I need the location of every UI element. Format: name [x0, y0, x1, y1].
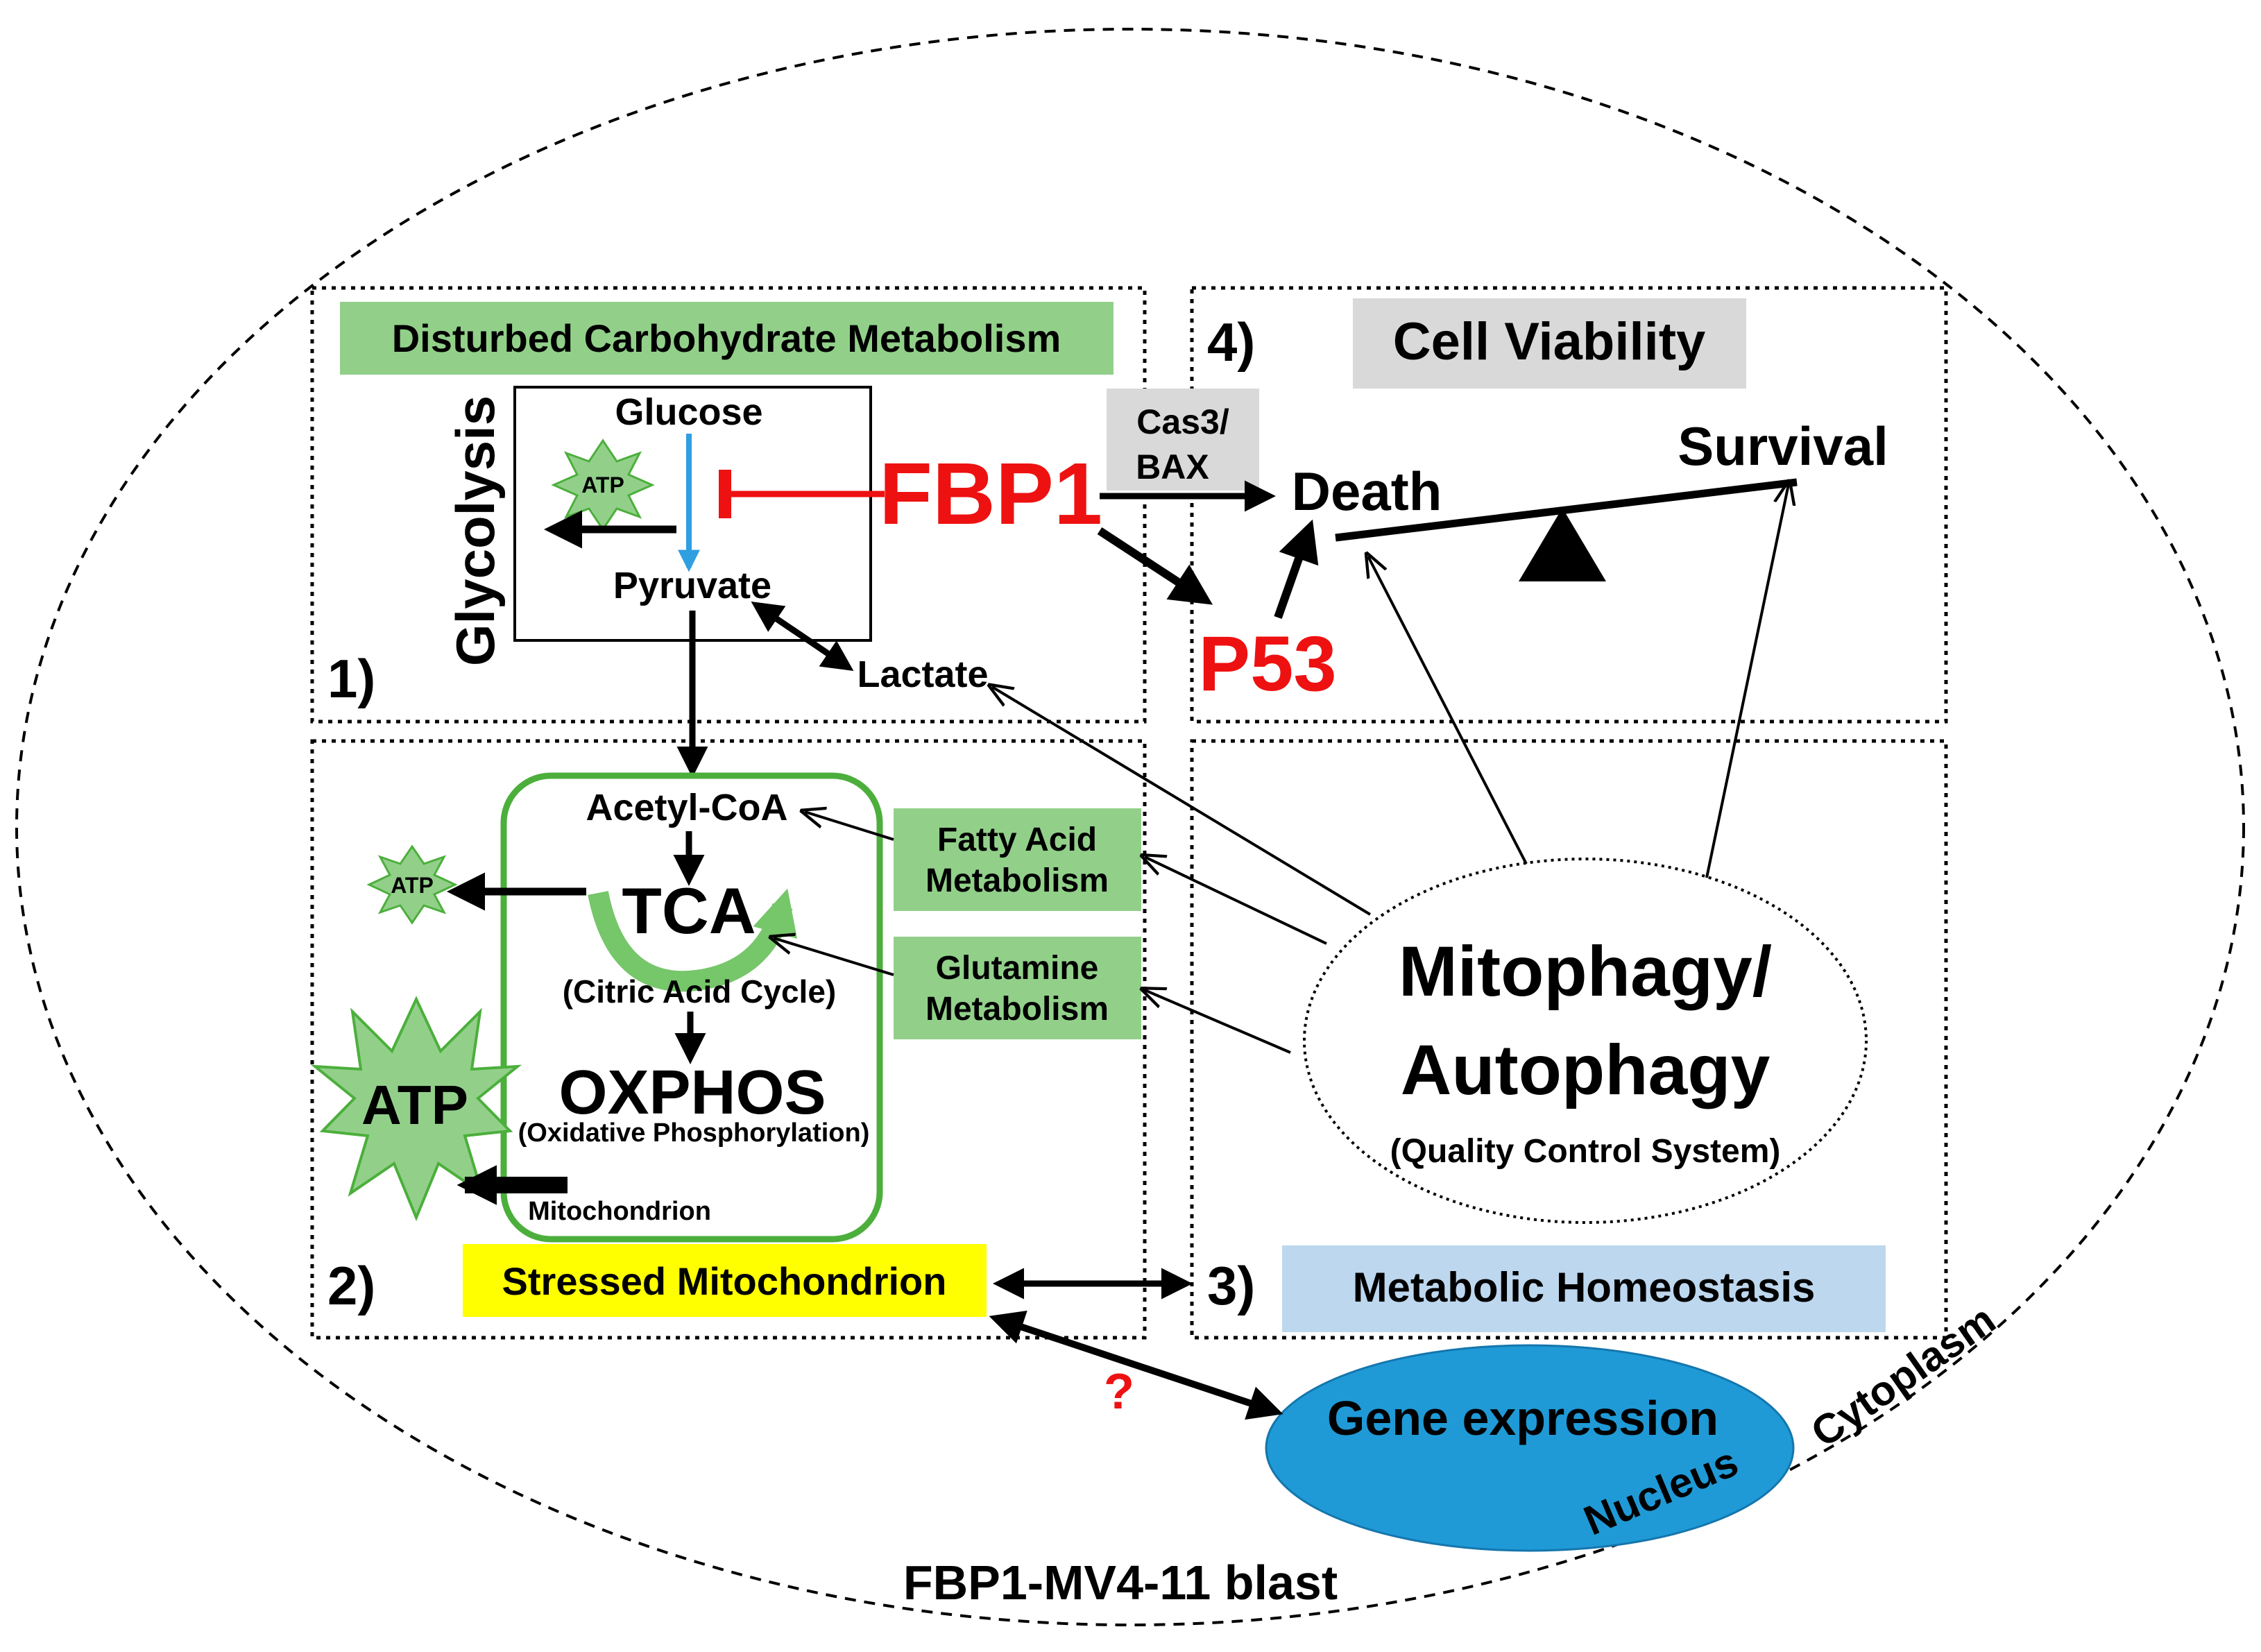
glutamine-label-1: Glutamine: [936, 950, 1099, 987]
p53-death-arrow: [1274, 519, 1319, 620]
bax-label: BAX: [1136, 448, 1209, 486]
panel-4-frame: [1190, 286, 1948, 724]
question-mark: ?: [1104, 1364, 1134, 1420]
oxphos-label: OXPHOS: [558, 1058, 826, 1127]
atp-big-label: ATP: [361, 1074, 468, 1136]
death-label: Death: [1292, 461, 1442, 522]
panel-2-number: 2): [327, 1255, 375, 1316]
quality-control-label: (Quality Control System): [1390, 1133, 1781, 1170]
fatty-acid-box: [894, 808, 1141, 911]
atp-small-label: ATP: [581, 472, 624, 497]
fatty-acid-acetylcoa-arrow: [805, 812, 894, 841]
cell-label: FBP1-MV4-11 blast: [903, 1556, 1338, 1610]
tca-label: TCA: [622, 874, 756, 947]
metabolic-homeostasis-box: [1282, 1245, 1886, 1332]
fbp1-label: FBP1: [879, 445, 1102, 543]
gene-expression-label: Gene expression: [1327, 1391, 1718, 1445]
panel-4-number: 4): [1207, 312, 1255, 373]
nucleus-ellipse: [1265, 1344, 1795, 1552]
autophagy-glutamine-arrow: [1145, 990, 1291, 1054]
tca-full-label: (Citric Acid Cycle): [563, 973, 837, 1010]
autophagy-death-arrow: [1368, 556, 1528, 865]
mitophagy-ellipse: [1303, 858, 1868, 1224]
mitophagy-label: Mitophagy/: [1399, 932, 1772, 1011]
glutamine-label-2: Metabolism: [925, 991, 1109, 1028]
autophagy-lactate-arrow: [992, 687, 1372, 916]
atp-tca-label: ATP: [391, 873, 434, 898]
carbohydrate-title-box: [340, 302, 1114, 375]
glutamine-box: [894, 937, 1141, 1039]
panel-1-frame: [310, 286, 1147, 724]
autophagy-survival-arrow: [1705, 484, 1789, 878]
balance-fulcrum-icon: [1519, 508, 1606, 581]
mitochondrion-label: Mitochondrion: [528, 1197, 711, 1226]
autophagy-label: Autophagy: [1401, 1030, 1771, 1109]
p53-label: P53: [1198, 620, 1336, 707]
stressed-mitochondrion-box: [463, 1244, 987, 1317]
panel-3-frame: [1190, 739, 1948, 1340]
panel-3-number: 3): [1207, 1255, 1255, 1316]
atp-burst-tca-icon: [366, 844, 458, 925]
metabolic-homeostasis-label: Metabolic Homeostasis: [1353, 1264, 1816, 1311]
atp-burst-big-icon: [310, 996, 522, 1222]
carbohydrate-title: Disturbed Carbohydrate Metabolism: [392, 316, 1061, 360]
pyruvate-lactate-arrow: [751, 601, 854, 672]
cell-membrane: [15, 28, 2245, 1626]
cas3-label: Cas3/: [1136, 402, 1229, 441]
glucose-label: Glucose: [615, 391, 762, 433]
fbp1-p53-arrow: [1097, 527, 1213, 605]
autophagy-fatty-acid-arrow: [1145, 857, 1327, 945]
panel-1-number: 1): [327, 648, 375, 709]
cell-viability-title: Cell Viability: [1393, 312, 1706, 371]
lactate-label: Lactate: [857, 654, 988, 695]
stressed-mitochondrion-label: Stressed Mitochondrion: [502, 1259, 947, 1303]
glutamine-tca-arrow: [774, 938, 894, 976]
cas3-bax-box: [1107, 389, 1259, 491]
balance-beam: [1335, 478, 1798, 542]
pyruvate-label: Pyruvate: [613, 565, 771, 606]
panel-2-frame: [310, 739, 1147, 1340]
mitochondrion-outline: [500, 772, 883, 1243]
fatty-acid-label-2: Metabolism: [925, 862, 1109, 899]
cell-viability-box: [1353, 298, 1746, 389]
oxphos-full-label: (Oxidative Phosphorylation): [518, 1118, 870, 1148]
survival-label: Survival: [1678, 416, 1888, 477]
stressed-gene-expression-arrow: [989, 1310, 1283, 1420]
acetyl-coa-label: Acetyl-CoA: [586, 787, 787, 828]
fatty-acid-label-1: Fatty Acid: [937, 821, 1097, 858]
glycolysis-label: Glycolysis: [445, 395, 506, 666]
